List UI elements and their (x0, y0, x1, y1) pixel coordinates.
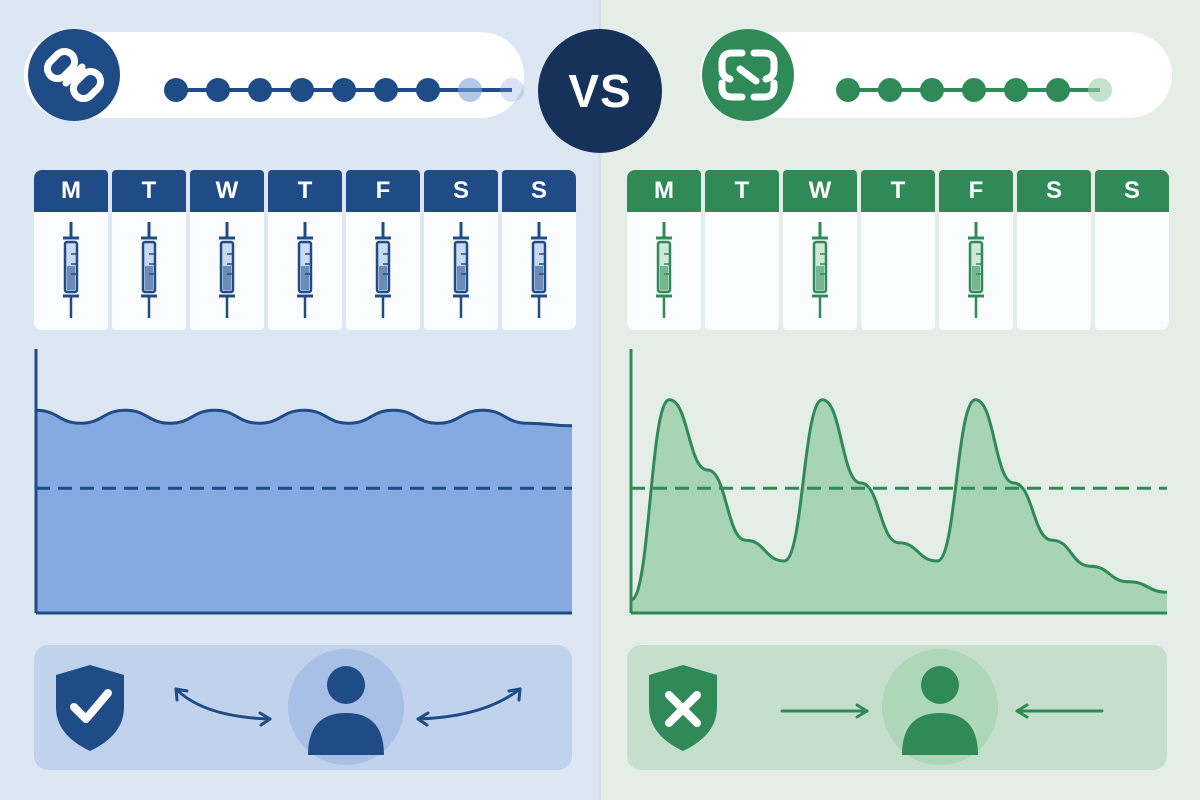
dose-dot (962, 78, 986, 102)
day-column: M (34, 170, 108, 330)
dose-dot (416, 78, 440, 102)
day-label: T (268, 170, 342, 212)
dose-dot (920, 78, 944, 102)
left-dose-chain (164, 78, 524, 102)
day-column: T (268, 170, 342, 330)
dose-dot (836, 78, 860, 102)
curved-double-arrow-left (174, 687, 272, 727)
person-icon (902, 666, 978, 755)
curved-double-arrow-right (416, 687, 522, 727)
day-column: W (190, 170, 264, 330)
syringe-icon (531, 222, 547, 318)
day-label: S (1095, 170, 1169, 212)
syringe-icon (375, 222, 391, 318)
fading-dose-dot (500, 78, 524, 102)
fading-dose-dot (458, 78, 482, 102)
day-label: S (1017, 170, 1091, 212)
left-concentration-chart (34, 349, 573, 615)
dose-dot (1046, 78, 1070, 102)
concentration-line (630, 398, 1168, 602)
day-label: F (939, 170, 1013, 212)
arrow-right-icon (780, 703, 869, 719)
dose-dot (1004, 78, 1028, 102)
syringe-icon (453, 222, 469, 318)
day-label: S (424, 170, 498, 212)
dose-dot (206, 78, 230, 102)
vs-badge: VS (538, 29, 662, 153)
syringe-icon (63, 222, 79, 318)
day-label: T (861, 170, 935, 212)
day-label: M (627, 170, 701, 212)
syringe-icon (656, 222, 672, 318)
syringe-icon (141, 222, 157, 318)
person-icon (308, 666, 384, 755)
syringe-icon (812, 222, 828, 318)
right-concentration-chart (629, 349, 1168, 615)
arrow-left-icon (1015, 703, 1104, 719)
broken-link-icon (702, 29, 794, 121)
dose-dot (332, 78, 356, 102)
concentration-area (631, 399, 1167, 613)
day-column: S (502, 170, 576, 330)
day-column: T (861, 170, 935, 330)
day-column: S (424, 170, 498, 330)
day-label: M (34, 170, 108, 212)
dose-dot (290, 78, 314, 102)
concentration-line (35, 408, 573, 428)
day-label: T (112, 170, 186, 212)
day-label: W (783, 170, 857, 212)
dose-dot (374, 78, 398, 102)
syringe-icon (297, 222, 313, 318)
panel-divider (599, 0, 601, 800)
day-column: S (1095, 170, 1169, 330)
syringe-icon (968, 222, 984, 318)
day-column: T (705, 170, 779, 330)
day-label: W (190, 170, 264, 212)
right-outcome-box (627, 645, 1167, 770)
fading-dose-dot (1088, 78, 1112, 102)
dose-dot (248, 78, 272, 102)
right-dose-chain (836, 78, 1112, 102)
day-column: S (1017, 170, 1091, 330)
shield-x-icon (649, 665, 717, 751)
dose-dot (878, 78, 902, 102)
day-column: F (346, 170, 420, 330)
day-label: S (502, 170, 576, 212)
day-column: W (783, 170, 857, 330)
syringe-icon (219, 222, 235, 318)
day-label: T (705, 170, 779, 212)
day-column: M (627, 170, 701, 330)
day-label: F (346, 170, 420, 212)
concentration-area (36, 410, 572, 613)
day-column: T (112, 170, 186, 330)
left-outcome-box (34, 645, 572, 770)
chain-link-icon (28, 29, 120, 121)
dose-dot (164, 78, 188, 102)
day-column: F (939, 170, 1013, 330)
shield-check-icon (56, 665, 124, 751)
